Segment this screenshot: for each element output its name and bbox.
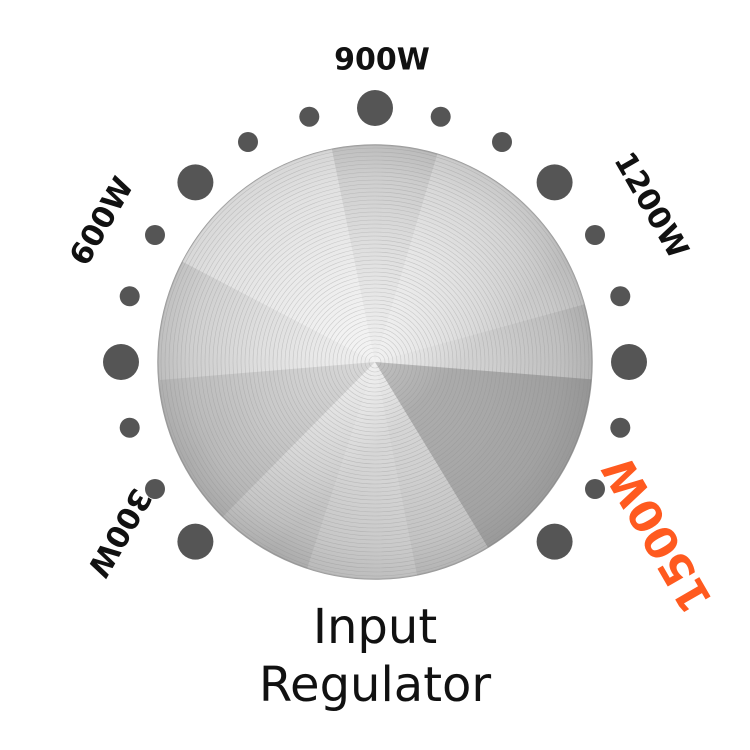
scale-minor-dot	[585, 225, 605, 245]
scale-major-dot	[536, 523, 573, 560]
scale-major-dot	[177, 164, 214, 201]
scale-label-1200w: 1200W	[607, 146, 696, 264]
regulator-title: Input Regulator	[0, 598, 750, 714]
scale-major-dot	[611, 344, 647, 380]
scale-minor-dot	[145, 479, 165, 499]
scale-label-1500w: 1500W	[593, 447, 723, 621]
regulator-title-line1: Input	[312, 599, 438, 655]
scale-minor-dot	[585, 479, 605, 499]
scale-label-300w: 300W	[80, 482, 158, 582]
scale-major-dot	[357, 90, 393, 126]
scale-minor-dot	[119, 417, 140, 438]
scale-minor-dot	[610, 286, 631, 307]
scale-dots	[103, 90, 647, 560]
scale-minor-dot	[145, 225, 165, 245]
scale-minor-dot	[238, 132, 258, 152]
scale-label-600w: 600W	[63, 171, 141, 271]
scale-minor-dot	[610, 417, 631, 438]
scale-minor-dot	[119, 286, 140, 307]
scale-major-dot	[536, 164, 573, 201]
scale-label-900w: 900W	[334, 43, 430, 78]
scale-minor-dot	[492, 132, 512, 152]
scale-major-dot	[177, 523, 214, 560]
scale-minor-dot	[299, 106, 320, 127]
scale-major-dot	[103, 344, 139, 380]
regulator-knob[interactable]	[157, 140, 600, 600]
scale-minor-dot	[430, 106, 451, 127]
regulator-title-line2: Regulator	[258, 657, 492, 713]
